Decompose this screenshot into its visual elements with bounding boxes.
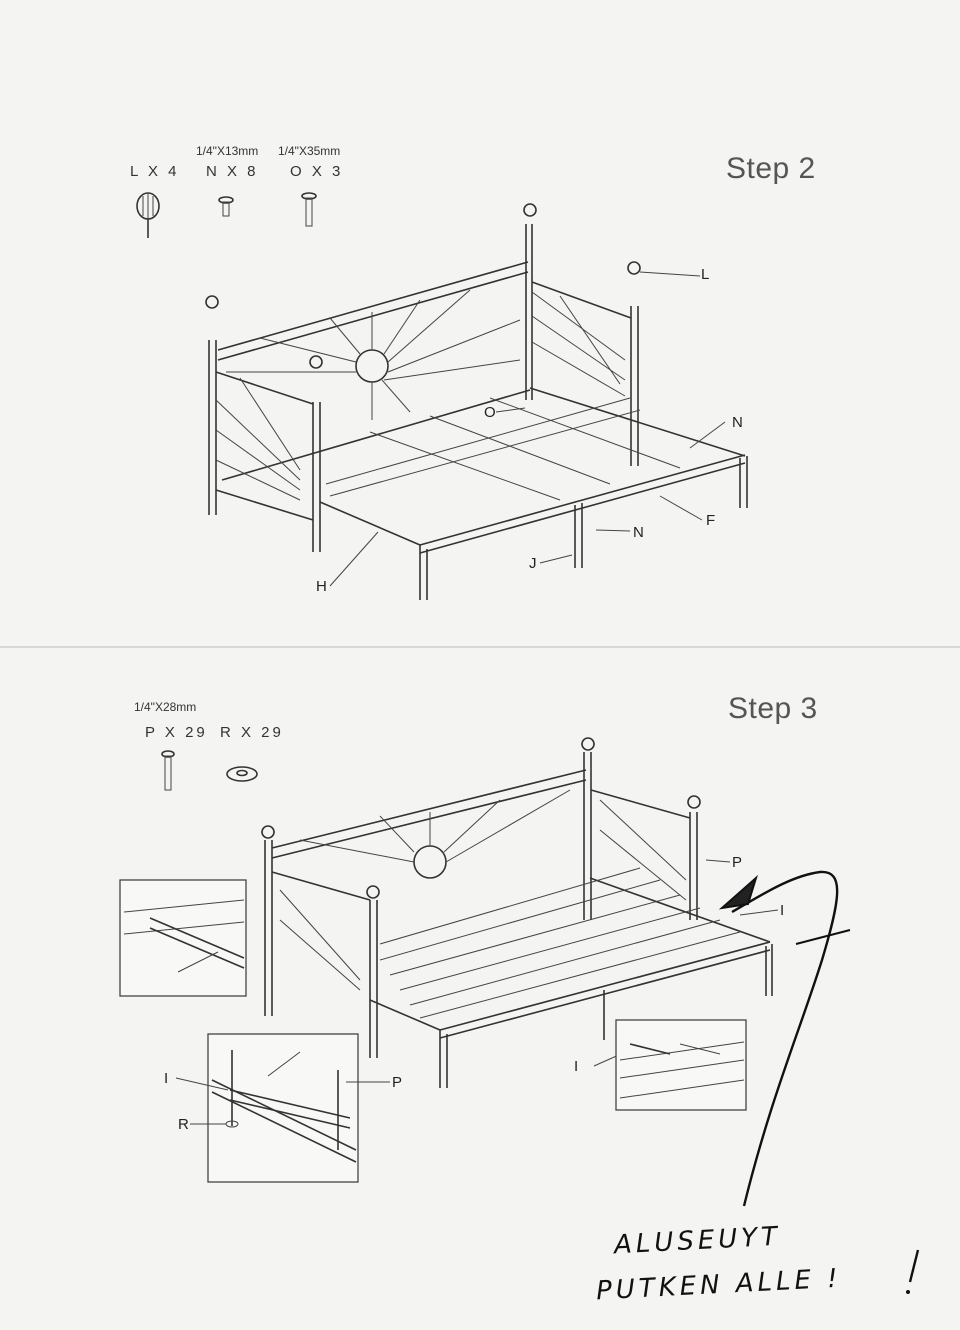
- step2-callout-l: L: [701, 266, 710, 283]
- step2-hw-o-size: 1/4"X35mm: [278, 144, 341, 158]
- step3-callout-i4: I: [164, 1070, 169, 1087]
- step2-hw-n-code: N X 8: [206, 163, 259, 180]
- step3-hw-p-size: 1/4"X28mm: [134, 700, 197, 714]
- washer-r-icon: [226, 766, 258, 782]
- step3-daybed-drawing: [261, 737, 779, 1088]
- page-fold: [0, 646, 960, 648]
- detail-inset-left: [119, 879, 247, 997]
- step2-callout-o: O: [484, 404, 496, 421]
- step2-callout-n2: N: [633, 524, 644, 541]
- step2-callout-j: J: [529, 555, 537, 572]
- step3-callout-i1: I: [780, 902, 785, 919]
- step3-hw-r-code: R X 29: [220, 724, 284, 741]
- bolt-p-icon: [161, 750, 175, 791]
- step2-hw-n-size: 1/4"X13mm: [196, 144, 259, 158]
- step2-callout-n1: N: [732, 414, 743, 431]
- detail-inset-bottom: [175, 1033, 390, 1183]
- step2-callout-f: F: [706, 512, 716, 529]
- detail-inset-right: [615, 1019, 747, 1111]
- step2-title: Step 2: [726, 152, 816, 185]
- step3-callout-p1: P: [732, 854, 743, 871]
- step2-hw-o-code: O X 3: [290, 163, 344, 180]
- long-bolt-icon: [301, 192, 317, 227]
- handwritten-arrow-icon: [718, 870, 920, 1294]
- step2-hw-l-code: L X 4: [130, 163, 180, 180]
- step2-daybed-drawing: [205, 203, 748, 600]
- step3-callout-r: R: [178, 1116, 189, 1133]
- step2-callout-h: H: [316, 578, 327, 595]
- short-bolt-icon: [218, 196, 234, 217]
- step3-callout-i5: I: [574, 1058, 579, 1075]
- knob-icon: [136, 192, 160, 238]
- step3-callout-p2: P: [392, 1074, 403, 1091]
- step3-hw-p-code: P X 29: [145, 724, 208, 741]
- step3-title: Step 3: [728, 692, 818, 725]
